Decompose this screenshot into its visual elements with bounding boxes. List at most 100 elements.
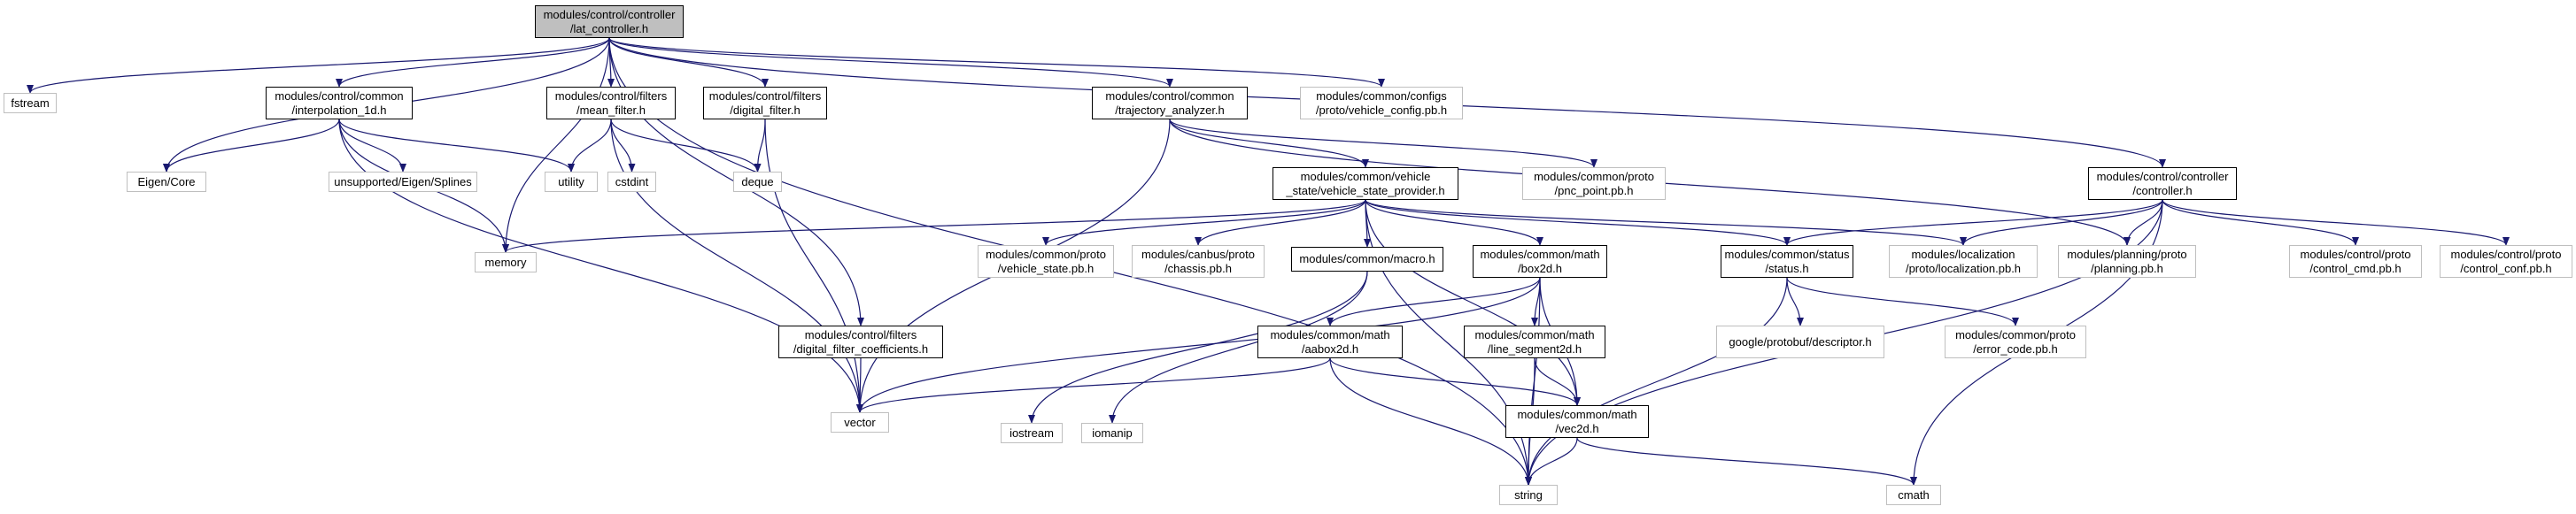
node-label-line: modules/common/vehicle: [1300, 169, 1431, 183]
node-label-line: google/protobuf/descriptor.h: [1729, 334, 1872, 349]
edge-vehicle-state-provider-to-chassis-pb: [1195, 199, 1366, 246]
graph-node-eigen-core: Eigen/Core: [127, 172, 206, 192]
node-label-line: iomanip: [1092, 426, 1133, 440]
node-label-line: unsupported/Eigen/Splines: [334, 174, 472, 188]
edge-lat-controller-to-fstream: [27, 37, 610, 94]
graph-node-vehicle-state-provider[interactable]: modules/common/vehicle_state/vehicle_sta…: [1273, 167, 1458, 200]
edge-aabox2d-to-string: [1329, 357, 1532, 486]
node-label-line: modules/localization: [1911, 247, 2015, 261]
node-label-line: modules/common/math: [1474, 327, 1595, 341]
node-label-line: /digital_filter_coefficients.h: [793, 341, 929, 356]
edge-status-to-string: [1525, 277, 1788, 486]
edge-box2d-to-vector: [856, 277, 1541, 413]
node-label-line: modules/common/proto: [986, 247, 1106, 261]
edge-interpolation-1d-to-eigen-splines: [338, 119, 406, 173]
edge-status-to-descriptor: [1786, 277, 1804, 326]
graph-node-mean-filter[interactable]: modules/control/filters/mean_filter.h: [546, 87, 676, 119]
graph-node-eigen-splines: unsupported/Eigen/Splines: [329, 172, 477, 192]
node-label-line: modules/control/filters: [708, 88, 822, 103]
node-label-line: /vehicle_state.pb.h: [997, 261, 1095, 275]
node-label-line: /mean_filter.h: [576, 103, 646, 117]
edge-vec2d-to-cmath: [1576, 437, 1917, 486]
graph-node-control-cmd-pb: modules/control/proto/control_cmd.pb.h: [2289, 245, 2422, 278]
edge-lat-controller-to-interpolation-1d: [336, 37, 610, 88]
node-label-line: /aabox2d.h: [1301, 341, 1359, 356]
node-label-line: modules/common/math: [1480, 247, 1600, 261]
node-label-line: modules/common/configs: [1316, 88, 1447, 103]
node-label-line: /planning.pb.h: [2091, 261, 2163, 275]
graph-node-box2d[interactable]: modules/common/math/box2d.h: [1473, 245, 1607, 278]
node-label-line: modules/control/common: [1105, 88, 1234, 103]
node-label-line: modules/canbus/proto: [1141, 247, 1255, 261]
node-label-line: modules/control/controller: [543, 7, 676, 21]
node-label-line: /vec2d.h: [1555, 421, 1599, 435]
node-label-line: modules/common/proto: [1955, 327, 2076, 341]
edge-vehicle-state-provider-to-localization-pb: [1365, 199, 1967, 246]
graph-node-fstream: fstream: [4, 93, 57, 113]
graph-node-vec2d[interactable]: modules/common/math/vec2d.h: [1505, 405, 1649, 438]
edge-controller-to-control-cmd-pb: [2162, 199, 2359, 246]
edge-line-segment2d-to-vec2d: [1534, 357, 1581, 406]
graph-node-aabox2d[interactable]: modules/common/math/aabox2d.h: [1257, 326, 1403, 358]
edge-controller-to-planning-pb: [2123, 199, 2163, 246]
graph-node-digital-filter[interactable]: modules/control/filters/digital_filter.h: [703, 87, 827, 119]
graph-node-line-segment2d[interactable]: modules/common/math/line_segment2d.h: [1464, 326, 1605, 358]
graph-node-vehicle-config: modules/common/configs/proto/vehicle_con…: [1300, 87, 1463, 119]
edge-trajectory-analyzer-to-pnc-point: [1169, 119, 1597, 168]
graph-node-string: string: [1499, 485, 1558, 505]
graph-node-status[interactable]: modules/common/status/status.h: [1721, 245, 1853, 278]
graph-node-iostream: iostream: [1001, 423, 1063, 443]
edge-lat-controller-to-memory: [502, 37, 610, 253]
edge-interpolation-1d-to-utility: [338, 119, 575, 173]
edge-trajectory-analyzer-to-vehicle-state-provider: [1169, 119, 1369, 168]
node-label-line: /trajectory_analyzer.h: [1115, 103, 1225, 117]
graph-node-macro[interactable]: modules/common/macro.h: [1291, 247, 1443, 272]
graph-node-controller[interactable]: modules/control/controller/controller.h: [2088, 167, 2237, 200]
node-label-line: /lat_controller.h: [569, 21, 649, 35]
graph-node-chassis-pb: modules/canbus/proto/chassis.pb.h: [1132, 245, 1265, 278]
node-label-line: /box2d.h: [1518, 261, 1562, 275]
edge-digital-filter-to-deque: [754, 119, 766, 173]
edge-lat-controller-to-digital-filter: [608, 37, 769, 88]
edge-vehicle-state-provider-to-memory: [502, 199, 1366, 253]
node-label-line: /interpolation_1d.h: [291, 103, 387, 117]
graph-node-descriptor: google/protobuf/descriptor.h: [1716, 326, 1884, 358]
node-label-line: modules/control/filters: [804, 327, 917, 341]
node-label-line: modules/control/filters: [554, 88, 668, 103]
node-label-line: _state/vehicle_state_provider.h: [1286, 183, 1445, 197]
edge-vehicle-state-provider-to-vec2d: [1365, 199, 1581, 406]
edge-vehicle-state-provider-to-box2d: [1365, 199, 1543, 246]
graph-node-utility: utility: [545, 172, 598, 192]
edge-macro-to-iomanip: [1109, 271, 1368, 424]
graph-node-digital-filter-coefficients[interactable]: modules/control/filters/digital_filter_c…: [778, 326, 943, 358]
node-label-line: /pnc_point.pb.h: [1554, 183, 1634, 197]
graph-node-interpolation-1d[interactable]: modules/control/common/interpolation_1d.…: [266, 87, 413, 119]
node-label-line: string: [1514, 487, 1543, 502]
edge-aabox2d-to-vector: [856, 357, 1331, 413]
node-label-line: /control_conf.pb.h: [2460, 261, 2552, 275]
edge-controller-to-control-conf-pb: [2162, 199, 2510, 246]
node-label-line: modules/control/common: [275, 88, 404, 103]
graph-node-planning-pb: modules/planning/proto/planning.pb.h: [2058, 245, 2196, 278]
graph-node-trajectory-analyzer[interactable]: modules/control/common/trajectory_analyz…: [1092, 87, 1248, 119]
node-label-line: /control_cmd.pb.h: [2309, 261, 2402, 275]
edge-status-to-error-code-pb: [1786, 277, 2019, 326]
node-label-line: modules/common/proto: [1534, 169, 1654, 183]
node-label-line: modules/common/status: [1724, 247, 1850, 261]
graph-node-iomanip: iomanip: [1081, 423, 1143, 443]
graph-node-lat-controller[interactable]: modules/control/controller/lat_controlle…: [535, 5, 684, 38]
edge-controller-to-status: [1783, 199, 2163, 246]
node-label-line: /digital_filter.h: [730, 103, 801, 117]
node-label-line: memory: [484, 255, 527, 269]
node-label-line: fstream: [11, 96, 50, 110]
edges-layer: [27, 37, 2510, 486]
edge-aabox2d-to-vec2d: [1329, 357, 1581, 406]
graph-node-error-code-pb: modules/common/proto/error_code.pb.h: [1945, 326, 2086, 358]
node-label-line: vector: [844, 415, 876, 429]
node-label-line: utility: [558, 174, 584, 188]
graph-node-deque: deque: [733, 172, 782, 192]
graph-node-control-conf-pb: modules/control/proto/control_conf.pb.h: [2440, 245, 2572, 278]
node-label-line: /error_code.pb.h: [1973, 341, 2058, 356]
node-label-line: modules/control/proto: [2300, 247, 2411, 261]
